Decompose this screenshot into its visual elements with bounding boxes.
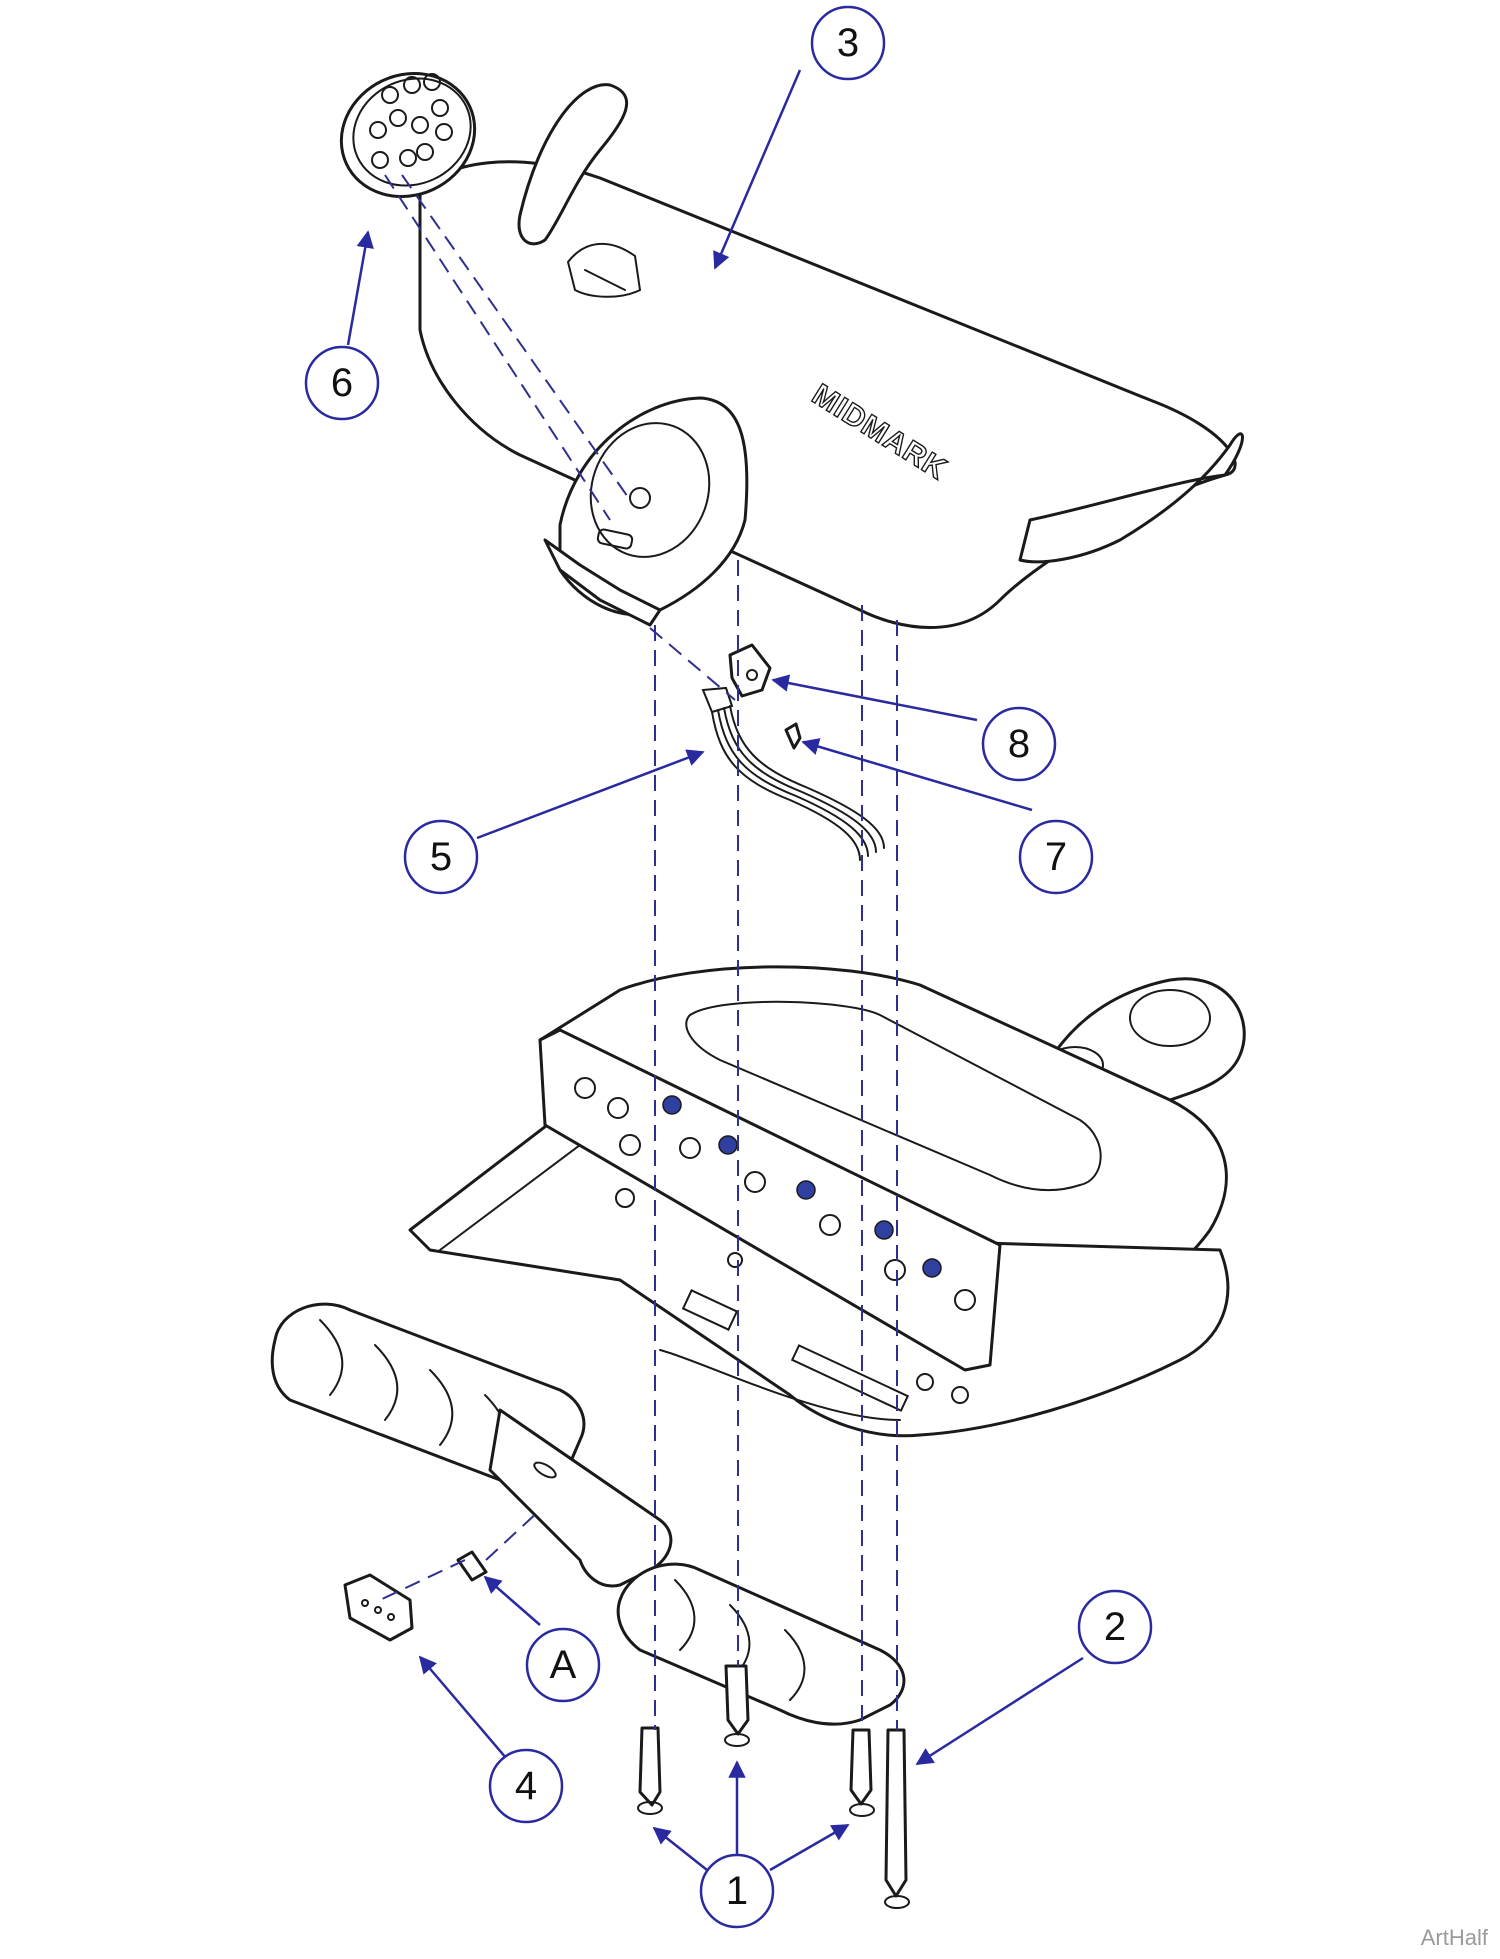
control-pod-housing bbox=[543, 396, 749, 627]
callout-2: 2 bbox=[1077, 1589, 1153, 1665]
watermark-text: ArtHalf bbox=[1420, 1925, 1488, 1950]
callout-7: 7 bbox=[1018, 819, 1094, 895]
plug-part bbox=[343, 1573, 414, 1642]
valve-knob-row bbox=[574, 1077, 976, 1311]
callout-6: 6 bbox=[304, 345, 380, 421]
ribbon-cable-part bbox=[701, 686, 885, 861]
keypad-overlay-part bbox=[339, 71, 477, 199]
callout-2-label: 2 bbox=[1104, 1605, 1126, 1649]
callout-7-label: 7 bbox=[1045, 835, 1067, 879]
screw-short-left bbox=[637, 1726, 663, 1815]
headrest-cover-part: MIDMARK bbox=[418, 83, 1244, 629]
callout-a: A bbox=[525, 1627, 601, 1703]
bracket-screw-part bbox=[784, 722, 802, 750]
callout-6-label: 6 bbox=[331, 361, 353, 405]
screw-long-right bbox=[884, 1728, 910, 1909]
cable-bracket-part bbox=[728, 643, 772, 698]
callout-8-label: 8 bbox=[1008, 722, 1030, 766]
assembly-guide-lines bbox=[379, 174, 898, 1730]
callout-8: 8 bbox=[981, 706, 1057, 782]
callout-4: 4 bbox=[488, 1748, 564, 1824]
callout-5: 5 bbox=[403, 819, 479, 895]
callout-1: 1 bbox=[699, 1853, 775, 1929]
callout-4-label: 4 bbox=[515, 1764, 537, 1808]
base-frame-part bbox=[408, 965, 1246, 1438]
instrument-holder-rail bbox=[270, 1302, 906, 1726]
callout-a-label: A bbox=[550, 1643, 577, 1687]
callout-leaders bbox=[346, 69, 1084, 1872]
pin-part bbox=[456, 1550, 488, 1582]
callout-5-label: 5 bbox=[430, 835, 452, 879]
screw-short-right bbox=[849, 1728, 875, 1817]
callout-3: 3 bbox=[810, 5, 886, 81]
screw-short-center bbox=[724, 1664, 750, 1747]
callout-3-label: 3 bbox=[837, 21, 859, 65]
callout-1-label: 1 bbox=[726, 1869, 748, 1913]
